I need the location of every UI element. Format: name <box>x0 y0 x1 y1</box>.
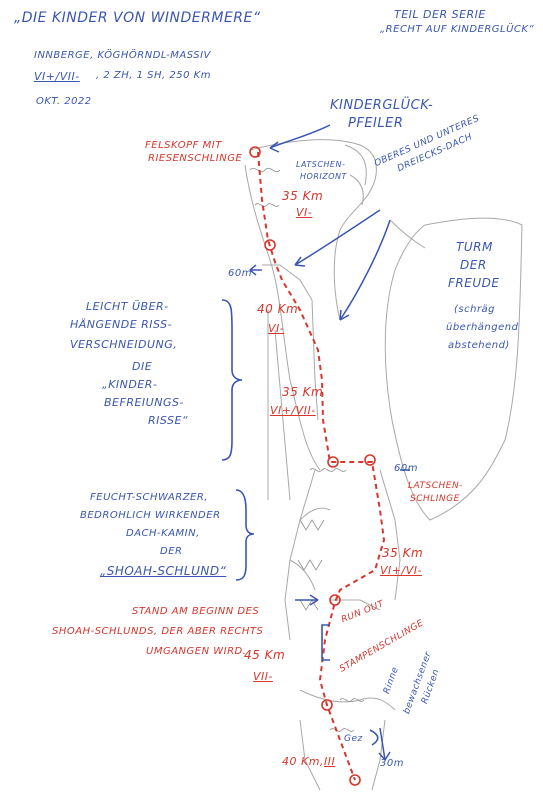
route-line <box>257 151 386 781</box>
latschen-horizont-line2: HORIZONT <box>300 172 347 181</box>
pillar-label-line1: KINDERGLÜCK- <box>330 98 434 113</box>
section2-line5: „SHOAH-SCHLUND“ <box>100 564 227 578</box>
pointer-arrows <box>249 124 410 761</box>
latschenschlinge-label-line2: SCHLINGE <box>410 494 460 504</box>
turm-note-line3: abstehend) <box>448 340 510 351</box>
pitch-2-length: 40 Km <box>257 302 299 316</box>
turm-note-line1: (schräg <box>454 304 496 315</box>
turm-note-line2: überhängend <box>446 322 519 333</box>
section2-line4: DER <box>160 546 183 557</box>
rappel-60m-upper: 60m <box>228 268 252 279</box>
pitch-3-grade: VI+/VII- <box>270 404 316 417</box>
section1-line5: „KINDER- <box>102 378 158 391</box>
pitch-4-length: 35 Km <box>382 546 424 560</box>
turm-label-line3: FREUDE <box>448 276 500 290</box>
pitch-5-length: 45 Km <box>244 648 286 662</box>
section2-line3: DACH-KAMIN, <box>126 528 200 539</box>
stand-note-line3: UMGANGEN WIRD. <box>146 646 247 657</box>
section1-line3: VERSCHNEIDUNG, <box>70 338 178 351</box>
pitch-6-length: 40 Km, <box>282 755 324 768</box>
route-gear: , 2 ZH, 1 SH, 250 Km <box>96 70 211 81</box>
section1-line1: LEICHT ÜBER- <box>86 300 169 313</box>
section1-line2: HÄNGENDE RISS- <box>70 318 173 331</box>
rock-outlines <box>244 139 523 791</box>
pillar-label-line2: PFEILER <box>348 116 404 131</box>
stand-note-line1: STAND AM BEGINN DES <box>132 606 260 617</box>
rappel-60m-lower: 60m <box>394 463 418 474</box>
pitch-1-length: 35 Km <box>282 189 324 203</box>
section2-line1: FEUCHT-SCHWARZER, <box>90 492 209 503</box>
section1-line7: RISSE“ <box>148 414 189 427</box>
felskopf-label-line2: RIESENSCHLINGE <box>148 153 243 164</box>
turm-label-line2: DER <box>460 258 487 272</box>
pitch-1-grade: VI- <box>296 206 313 219</box>
section2-line2: BEDROHLICH WIRKENDER <box>80 510 221 521</box>
rappel-30m: 30m <box>380 758 404 769</box>
gez-label: Gez <box>344 734 363 744</box>
bracket-lines <box>221 299 379 746</box>
vegetation-scribbles <box>249 167 365 732</box>
area-label: INNBERGE, KÖGHÖRNDL-MASSIV <box>34 50 211 61</box>
topo-title: „DIE KINDER VON WINDERMERE“ <box>14 10 261 26</box>
pitch-5-grade: VII- <box>253 670 273 683</box>
pitch-2-grade: VI- <box>268 322 285 335</box>
felskopf-label-line1: FELSKOPF MIT <box>145 140 222 151</box>
route-date: OKT. 2022 <box>36 96 92 107</box>
turm-label-line1: TURM <box>456 240 493 254</box>
route-grade: VI+/VII- <box>34 70 80 83</box>
latschenschlinge-label-line1: LATSCHEN- <box>408 481 463 491</box>
pitch-3-length: 35 Km <box>282 385 324 399</box>
belay-markers <box>249 146 376 786</box>
stand-note-line2: SHOAH-SCHLUNDS, DER ABER RECHTS <box>52 626 264 637</box>
section1-line6: BEFREIUNGS- <box>104 396 184 409</box>
latschen-horizont-line1: LATSCHEN- <box>296 160 346 169</box>
series-label-line1: TEIL DER SERIE <box>394 8 486 21</box>
section1-line4: DIE <box>132 360 153 373</box>
pitch-4-grade: VI+/VI- <box>380 564 422 577</box>
series-label-line2: „RECHT AUF KINDERGLÜCK“ <box>380 24 535 35</box>
pitch-6-grade: III <box>324 755 336 768</box>
